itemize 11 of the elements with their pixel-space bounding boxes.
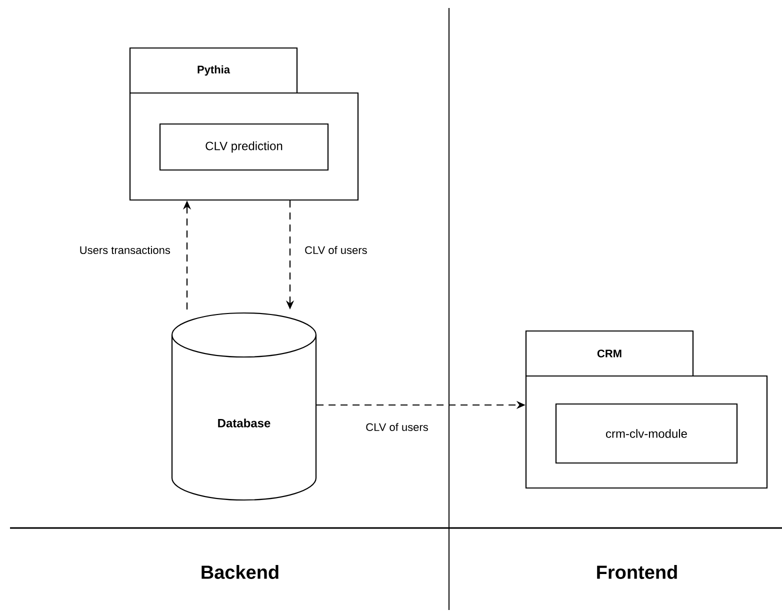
section-label: Frontend <box>597 565 677 579</box>
node-label: Pythia <box>198 65 230 76</box>
edge-label: CLV of users <box>305 246 367 254</box>
node-label: Database <box>218 418 270 428</box>
section-label: Backend <box>202 565 278 579</box>
database-cylinder: Database <box>171 312 317 501</box>
edge-label: Users transactions <box>80 246 170 254</box>
node-label: CRM <box>597 350 622 358</box>
edge-label: CLV of users <box>366 422 428 432</box>
component-box: CLV prediction <box>159 123 329 171</box>
component-box: crm-clv-module <box>555 403 738 464</box>
